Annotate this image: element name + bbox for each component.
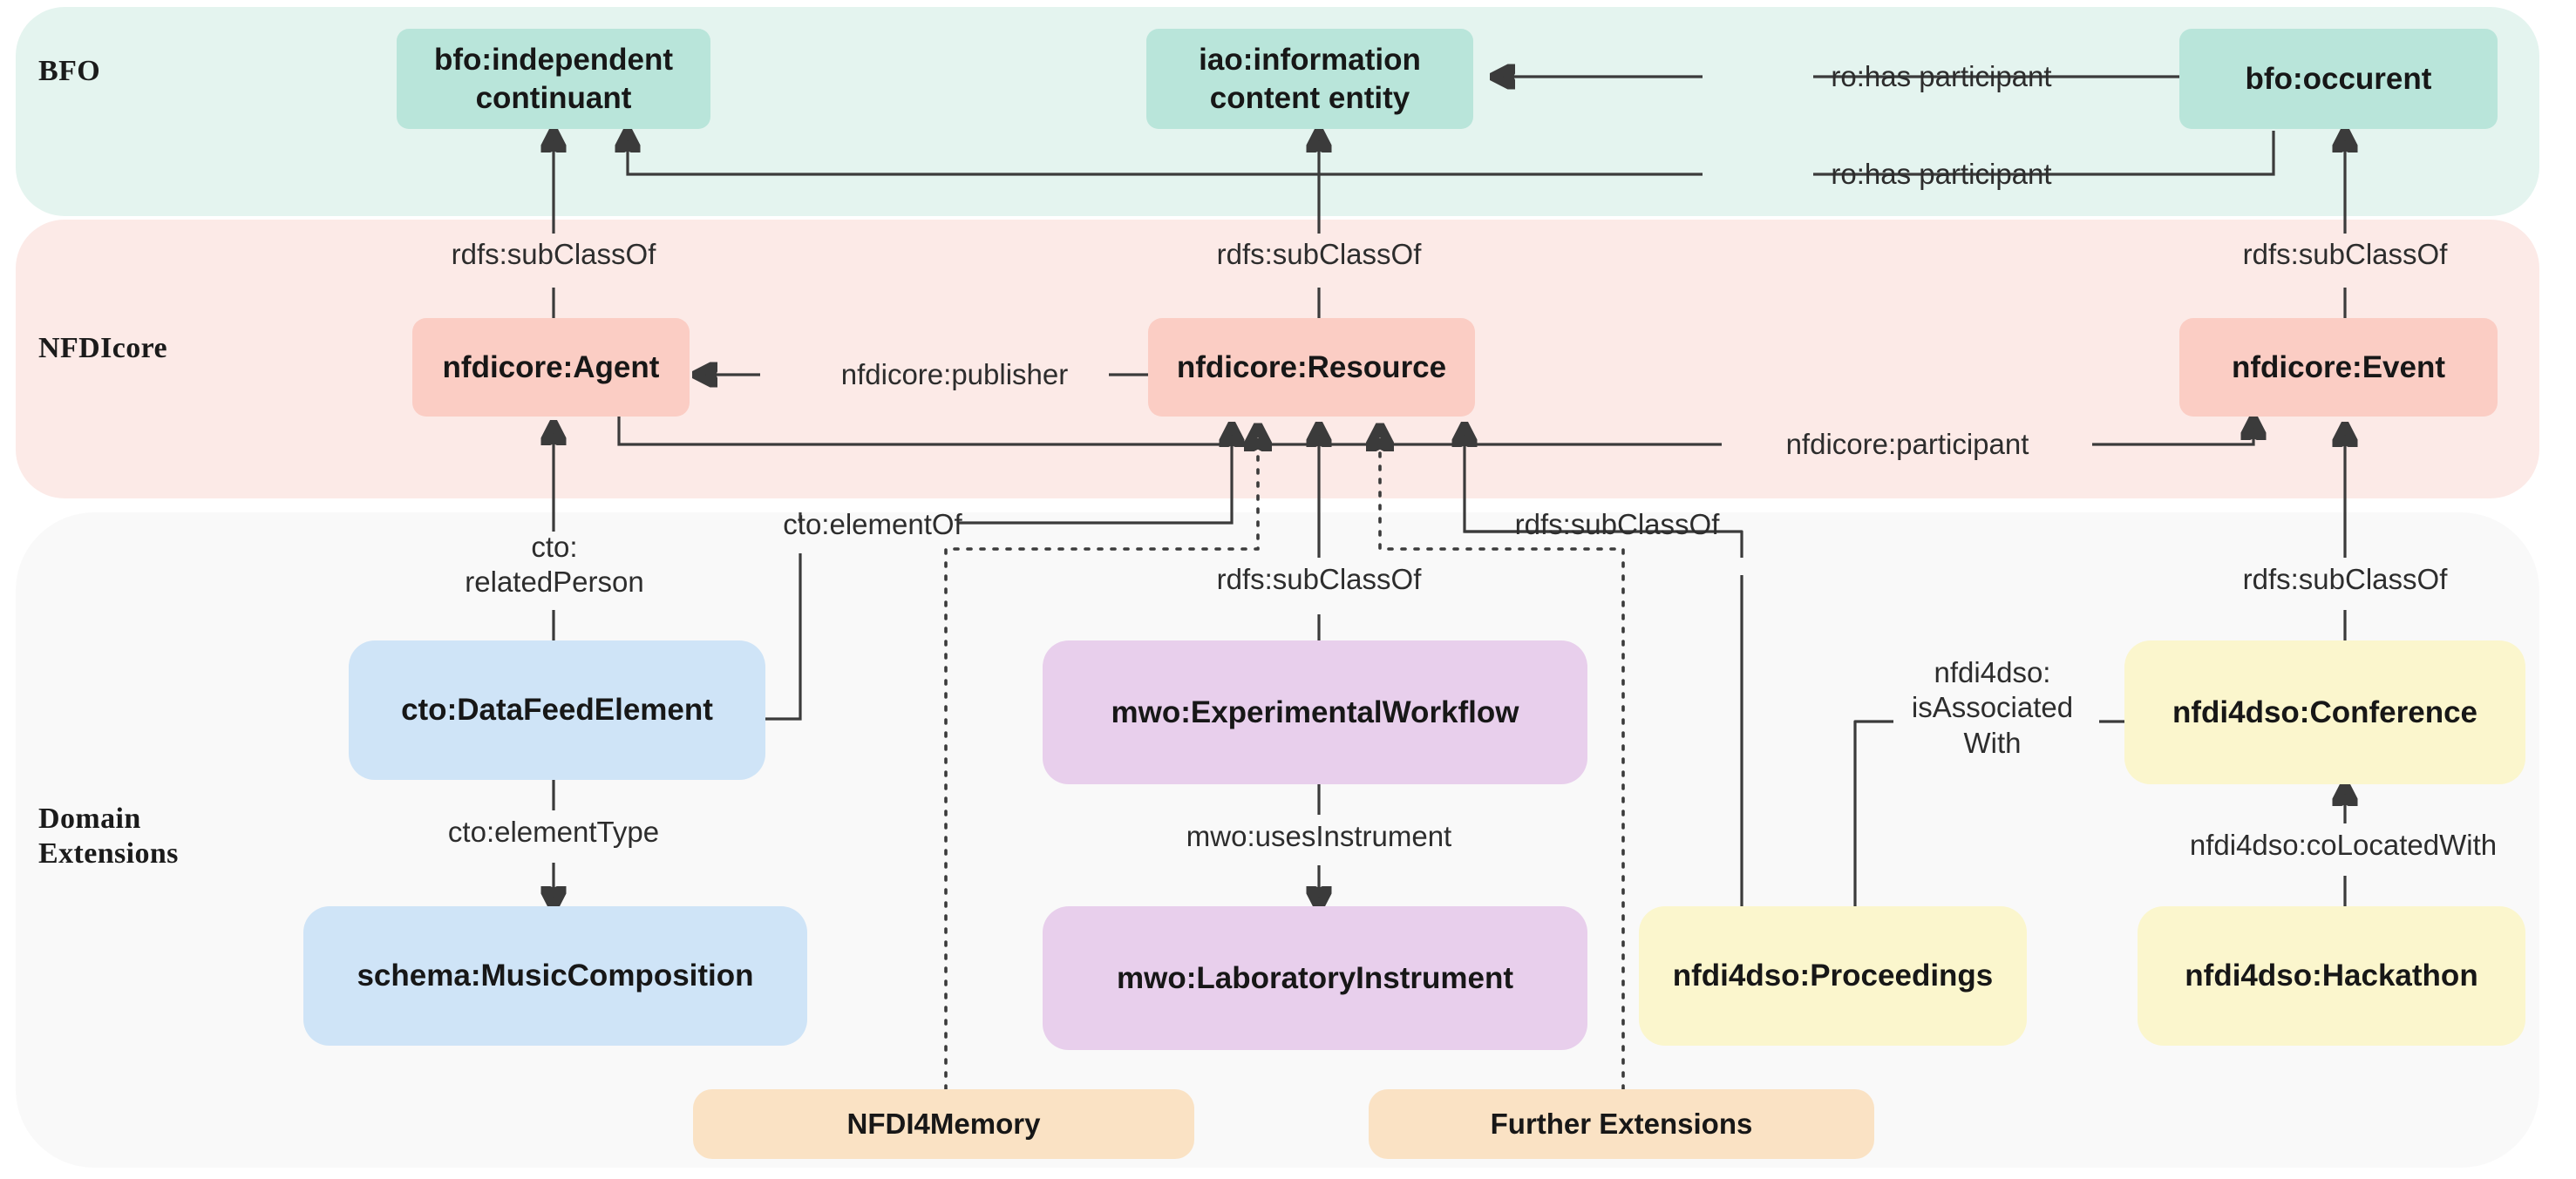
node-label: Further Extensions bbox=[1490, 1108, 1753, 1141]
node-nfdi4memory[interactable]: NFDI4Memory bbox=[693, 1089, 1194, 1159]
edge-label-elementtype: cto:elementType bbox=[447, 816, 660, 848]
node-nfdi4dso-hackathon[interactable]: nfdi4dso:Hackathon bbox=[2138, 906, 2525, 1046]
band-label-bfo: BFO bbox=[38, 55, 101, 87]
node-label: bfo:independent continuant bbox=[433, 42, 674, 115]
node-label: nfdicore:Event bbox=[2231, 349, 2446, 384]
node-bfo-occurent[interactable]: bfo:occurent bbox=[2179, 29, 2498, 129]
node-mwo-experimentalworkflow[interactable]: mwo:ExperimentalWorkflow bbox=[1043, 640, 1587, 784]
edge-label-publisher: nfdicore:publisher bbox=[840, 358, 1069, 390]
node-label: bfo:occurent bbox=[2245, 61, 2432, 96]
edge-label-subclassof-conference: rdfs:subClassOf bbox=[2242, 563, 2448, 595]
node-label: nfdicore:Agent bbox=[442, 349, 660, 384]
node-nfdicore-resource[interactable]: nfdicore:Resource bbox=[1148, 318, 1475, 417]
node-further-extensions[interactable]: Further Extensions bbox=[1369, 1089, 1874, 1159]
node-label: nfdicore:Resource bbox=[1176, 349, 1447, 384]
node-bfo-independent-continuant[interactable]: bfo:independent continuant bbox=[397, 29, 710, 129]
band-label-domain-extensions: Domain Extensions bbox=[38, 803, 179, 871]
node-iao-information-content-entity[interactable]: iao:information content entity bbox=[1146, 29, 1473, 129]
node-label: mwo:LaboratoryInstrument bbox=[1116, 960, 1514, 995]
layer-band-domain-extensions bbox=[16, 512, 2539, 1168]
edge-label-relatedperson: cto: relatedPerson bbox=[465, 531, 644, 599]
edge-label-participant: nfdicore:participant bbox=[1785, 428, 2029, 460]
node-label: iao:information content entity bbox=[1199, 42, 1421, 115]
edge-label-subclassof-event: rdfs:subClassOf bbox=[2242, 238, 2448, 270]
node-label: schema:MusicComposition bbox=[357, 959, 754, 993]
edge-label-subclassof-workflow: rdfs:subClassOf bbox=[1216, 563, 1422, 595]
node-label: nfdi4dso:Conference bbox=[2172, 695, 2478, 729]
edge-label-colocatedwith: nfdi4dso:coLocatedWith bbox=[2189, 829, 2498, 861]
edge-label-subclassof-proceedings: rdfs:subClassOf bbox=[1514, 508, 1720, 540]
node-schema-musiccomposition[interactable]: schema:MusicComposition bbox=[303, 906, 807, 1046]
node-label: cto:DataFeedElement bbox=[401, 693, 713, 728]
edge-label-ro-has-participant-bottom: ro:has participant bbox=[1831, 158, 2052, 190]
edge-label-ro-has-participant-top: ro:has participant bbox=[1831, 60, 2052, 92]
node-nfdi4dso-proceedings[interactable]: nfdi4dso:Proceedings bbox=[1639, 906, 2027, 1046]
node-label: mwo:ExperimentalWorkflow bbox=[1111, 695, 1519, 729]
node-cto-datafeedelement[interactable]: cto:DataFeedElement bbox=[349, 640, 765, 780]
band-label-nfdicore: NFDIcore bbox=[38, 332, 167, 364]
edge-label-usesinstrument: mwo:usesInstrument bbox=[1186, 820, 1452, 852]
edge-label-subclassof-agent: rdfs:subClassOf bbox=[451, 238, 656, 270]
node-nfdicore-agent[interactable]: nfdicore:Agent bbox=[412, 318, 690, 417]
node-nfdicore-event[interactable]: nfdicore:Event bbox=[2179, 318, 2498, 417]
edge-label-isassociatedwith: nfdi4dso: isAssociated With bbox=[1911, 656, 2074, 759]
edge-label-elementof: cto:elementOf bbox=[783, 508, 962, 540]
node-mwo-laboratoryinstrument[interactable]: mwo:LaboratoryInstrument bbox=[1043, 906, 1587, 1050]
node-nfdi4dso-conference[interactable]: nfdi4dso:Conference bbox=[2124, 640, 2525, 784]
node-label: nfdi4dso:Hackathon bbox=[2185, 959, 2478, 993]
node-label: NFDI4Memory bbox=[846, 1108, 1041, 1141]
node-label: nfdi4dso:Proceedings bbox=[1672, 959, 1994, 993]
edge-label-subclassof-resource: rdfs:subClassOf bbox=[1216, 238, 1422, 270]
